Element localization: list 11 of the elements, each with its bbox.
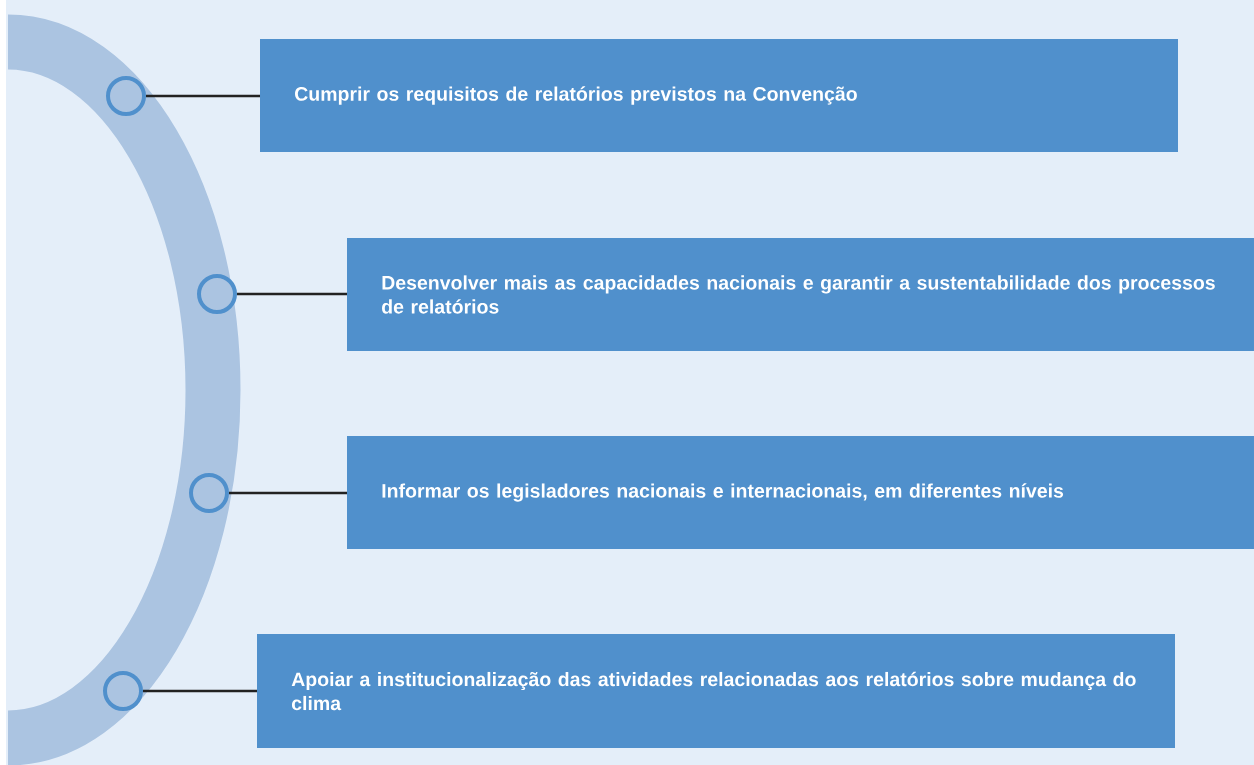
- connector-line: [237, 292, 347, 296]
- text-box: Desenvolver mais as capacidades nacionais e garantir a sustentabilidade dos processos de relatórios: [347, 238, 1254, 351]
- text-box: Informar os legisladores nacionais e internacionais, em diferentes níveis: [347, 436, 1254, 549]
- ring-marker: [189, 473, 229, 513]
- ring-marker: [103, 671, 143, 711]
- ring-marker: [106, 76, 146, 116]
- connector-line: [146, 94, 260, 98]
- connector-line: [229, 491, 347, 495]
- connector-line: [143, 689, 257, 693]
- text-box: Cumprir os requisitos de relatórios previstos na Convenção: [260, 39, 1178, 152]
- text-box: Apoiar a institucionalização das atividades relacionadas aos relatórios sobre mudança do clima: [257, 634, 1175, 748]
